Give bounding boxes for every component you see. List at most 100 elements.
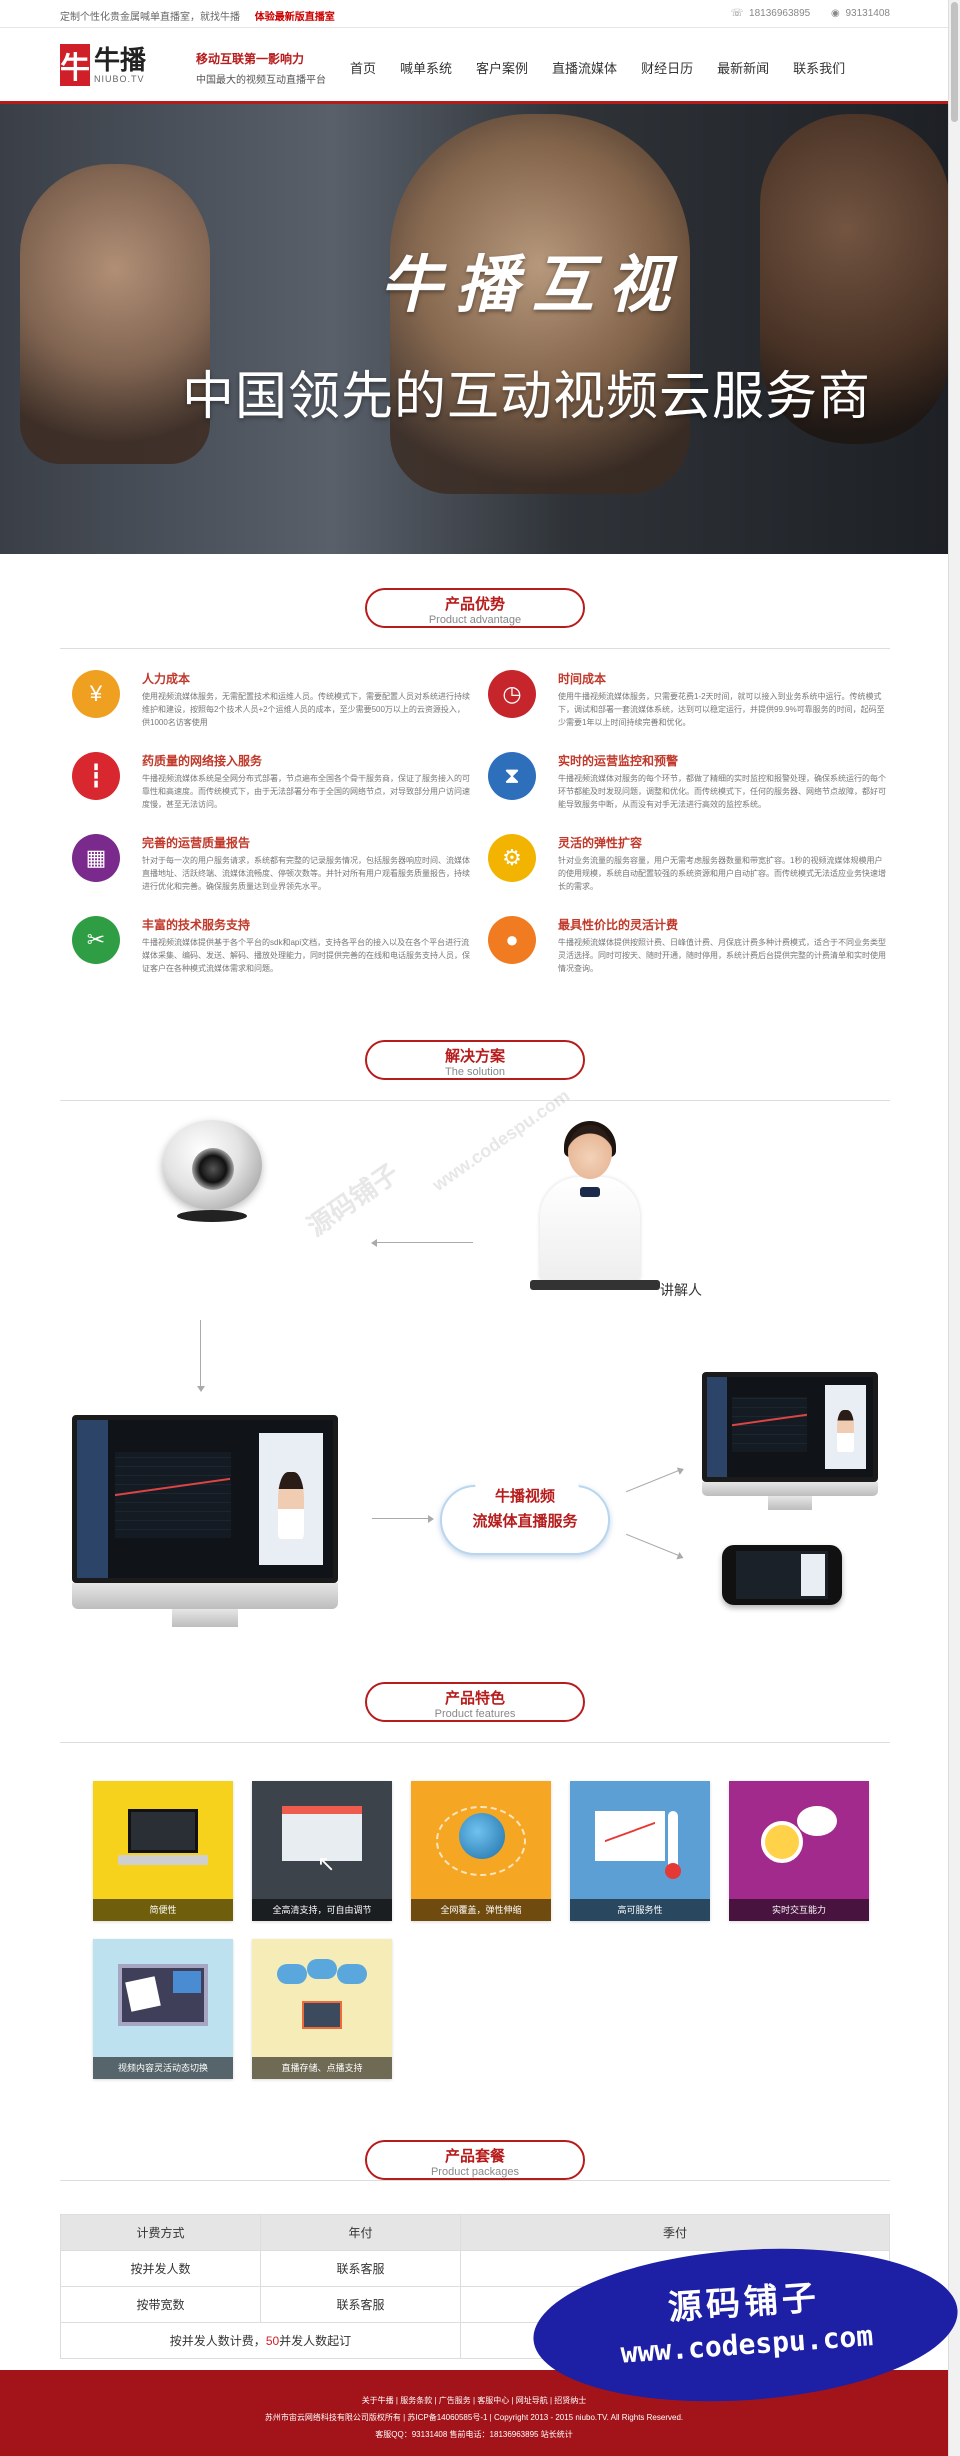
advantage-desc: 牛播视频流媒体提供按照计费、日峰值计费、月保底计费多种计费模式，适合于不同业务类… — [558, 938, 886, 973]
section-title-cn: 产品套餐 — [444, 2148, 505, 2165]
cloud-service-image: 牛播视频 流媒体直播服务 — [440, 1455, 610, 1555]
arrow-up-right — [625, 1468, 683, 1493]
section-title-advantage: 产品优势 Product advantage — [365, 588, 585, 628]
clock-icon: ◷ — [488, 670, 536, 718]
section-divider — [60, 2180, 890, 2181]
banner-person-center — [390, 114, 690, 494]
feature-label: 高可服务性 — [570, 1899, 710, 1921]
webcam-image — [152, 1120, 272, 1230]
scrollbar-thumb[interactable] — [951, 2, 958, 122]
feature-tile[interactable]: 视频内容灵活动态切换 — [93, 1939, 233, 2079]
section-title-solution: 解决方案 The solution — [365, 1040, 585, 1080]
section-title-cn: 解决方案 — [444, 1048, 505, 1065]
logo[interactable]: 牛 牛播 NIUBO.TV — [60, 44, 146, 86]
globe-network-icon — [431, 1801, 531, 1881]
banner-person-right — [760, 114, 948, 444]
banner-headline: 牛播互视 — [380, 248, 685, 321]
col-billing: 计费方式 — [60, 2214, 261, 2251]
grid-report-icon: ▦ — [72, 834, 120, 882]
feature-label: 视频内容灵活动态切换 — [93, 2057, 233, 2079]
section-title-en: The solution — [445, 1066, 505, 1078]
feature-tile[interactable]: 高可服务性 — [570, 1781, 710, 1921]
slogan-sub: 中国最大的视频互动直播平台 — [196, 75, 326, 86]
advantage-item: ┇ 药质量的网络接入服务 牛播视频流媒体系统是全网分布式部署，节点遍布全国各个骨… — [72, 752, 472, 832]
table-cell: 联系客服 — [260, 2250, 461, 2287]
advantage-title: 药质量的网络接入服务 — [142, 754, 263, 768]
small-monitor-image — [702, 1372, 878, 1514]
banner-person-left — [20, 164, 210, 464]
advantage-item: ⧗ 实时的运营监控和预警 牛播视频流媒体对服务的每个环节，都做了精细的实时监控和… — [488, 752, 888, 832]
slogan: 移动互联第一影响力 中国最大的视频互动直播平台 — [196, 50, 326, 86]
advantage-item: ◷ 时间成本 使用牛播视频流媒体服务，只需要花费1-2天时间，就可以接入到业务系… — [488, 670, 888, 750]
table-cell: 按带宽数 — [60, 2286, 261, 2323]
table-header-row: 计费方式 年付 季付 — [60, 2214, 890, 2251]
footer-contact: 客服QQ：93131408 售前电话：18136963895 站长统计 — [375, 2430, 573, 2439]
arrow-down — [197, 1320, 205, 1392]
advantage-title: 丰富的技术服务支持 — [142, 918, 251, 932]
table-cell: 按并发人数 — [60, 2250, 261, 2287]
laptop-icon — [113, 1801, 213, 1881]
section-title-en: Product advantage — [428, 614, 522, 626]
feature-tile[interactable]: 简便性 — [93, 1781, 233, 1921]
presenter-image — [530, 1121, 660, 1300]
logo-name: 牛播 — [94, 45, 147, 75]
table-cell: 联系客服 — [260, 2286, 461, 2323]
col-quarterly: 季付 — [460, 2214, 890, 2251]
logo-mark: 牛 — [60, 44, 90, 86]
chat-bubbles-icon — [749, 1801, 849, 1881]
feature-tile[interactable]: 实时交互能力 — [729, 1781, 869, 1921]
promo-link[interactable]: 体验最新版直播室 — [254, 12, 335, 23]
section-title-cn: 产品优势 — [444, 596, 505, 613]
section-divider — [60, 1742, 890, 1743]
cloud-storage-icon — [272, 1959, 372, 2039]
advantage-desc: 牛播视频流媒体系统是全网分布式部署，节点遍布全国各个骨干服务商，保证了服务接入的… — [142, 774, 470, 809]
logo-en: NIUBO.TV — [94, 74, 145, 84]
hero-banner[interactable]: 牛播互视 中国领先的互动视频云服务商 — [0, 104, 948, 554]
nav-signal-system[interactable]: 喊单系统 — [400, 61, 453, 76]
advantage-desc: 针对业务流量的服务容量，用户无需考虑服务器数量和带宽扩容。1秒的视频流媒体规模用… — [558, 856, 886, 891]
phone-icon: ☏ — [730, 8, 744, 19]
top-qq: 93131408 — [845, 8, 891, 19]
cloud-line1: 牛播视频 — [494, 1488, 555, 1505]
nav-cases[interactable]: 客户案例 — [476, 61, 529, 76]
note-suffix: 并发人数起订 — [279, 2334, 352, 2348]
arrow-down-right — [625, 1533, 683, 1558]
advantage-title: 最具性价比的灵活计费 — [558, 918, 679, 932]
arrow-left — [371, 1239, 473, 1247]
watermark-text: 源码铺子 — [301, 1157, 405, 1242]
feature-tile[interactable]: 直播存储、点播支持 — [252, 1939, 392, 2079]
scrollbar[interactable] — [948, 0, 960, 2456]
content-switch-icon — [113, 1959, 213, 2039]
advantage-title: 实时的运营监控和预警 — [558, 754, 679, 768]
advantage-item: ✂ 丰富的技术服务支持 牛播视频流媒体提供基于各个平台的sdk和api文档，支持… — [72, 916, 472, 996]
nav-home[interactable]: 首页 — [350, 61, 377, 76]
section-title-cn: 产品特色 — [444, 1690, 505, 1707]
advantage-item: ▦ 完善的运营质量报告 针对于每一次的用户服务请求，系统都有完整的记录服务情况，… — [72, 834, 472, 914]
nav-streaming[interactable]: 直播流媒体 — [552, 61, 618, 76]
advantage-title: 人力成本 — [142, 672, 191, 686]
section-title-en: Product features — [434, 1708, 516, 1720]
nav-news[interactable]: 最新新闻 — [717, 61, 770, 76]
candlestick-icon: ┇ — [72, 752, 120, 800]
desktop-monitor-image — [72, 1415, 338, 1630]
col-yearly: 年付 — [260, 2214, 461, 2251]
tools-icon: ✂ — [72, 916, 120, 964]
feature-label: 全高清支持，可自由调节 — [252, 1899, 392, 1921]
money-bag-icon: ¥ — [72, 670, 120, 718]
feature-tile[interactable]: ↖ 全高清支持，可自由调节 — [252, 1781, 392, 1921]
footer-copyright: 苏州市宙云网络科技有限公司版权所有 | 苏ICP备14060585号-1 | C… — [264, 2413, 684, 2422]
feature-label: 直播存储、点播支持 — [252, 2057, 392, 2079]
advantage-item: ⚙ 灵活的弹性扩容 针对业务流量的服务容量，用户无需考虑服务器数量和带宽扩容。1… — [488, 834, 888, 914]
thermometer-chart-icon — [590, 1801, 690, 1881]
nav-contact[interactable]: 联系我们 — [793, 61, 846, 76]
advantage-title: 灵活的弹性扩容 — [558, 836, 643, 850]
section-title-packages: 产品套餐 Product packages — [365, 2140, 585, 2180]
advantage-desc: 牛播视频流媒体对服务的每个环节，都做了精细的实时监控和报警处理，确保系统运行的每… — [558, 774, 886, 809]
advantage-desc: 使用牛播视频流媒体服务，只需要花费1-2天时间，就可以接入到业务系统中运行。传统… — [558, 692, 885, 727]
table-note: 按并发人数计费，50并发人数起订 — [60, 2322, 461, 2359]
advantage-title: 时间成本 — [558, 672, 607, 686]
footer-links[interactable]: 关于牛播 | 服务条款 | 广告服务 | 客服中心 | 网址导航 | 招贤纳士 — [361, 2396, 587, 2405]
feature-tile[interactable]: 全网覆盖，弹性伸缩 — [411, 1781, 551, 1921]
nav-calendar[interactable]: 财经日历 — [641, 61, 694, 76]
hourglass-icon: ⧗ — [488, 752, 536, 800]
